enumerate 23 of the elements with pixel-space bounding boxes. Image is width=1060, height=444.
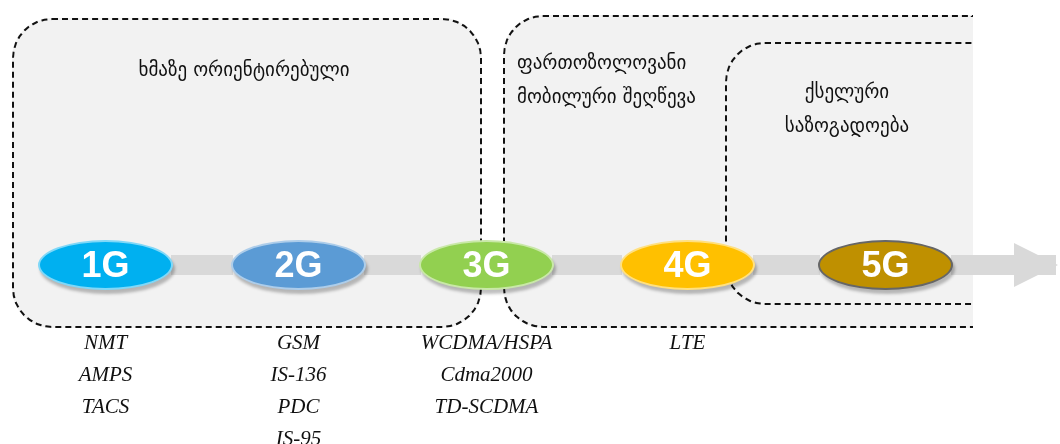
connector-bar [753,255,820,275]
standard-name: GSM [276,330,321,355]
region-title: ფართოზოლოვანი მობილური შეღწევა [517,50,697,110]
dashed-region [725,42,973,305]
region-title: ქსელური საზოგადოება [783,79,911,139]
standard-name: NMT [83,330,128,355]
connector-bar [364,255,421,275]
standard-name: PDC [277,394,320,419]
standard-name: TACS [81,394,130,419]
connector-bar [171,255,233,275]
standard-name: TD-SCDMA [434,394,539,419]
connector-bar [552,255,622,275]
region-title: ხმაზე ორიენტირებული [137,57,351,83]
generation-ellipse: 1G [38,240,173,290]
timeline-arrow [951,243,1058,287]
standard-name: IS-136 [270,362,327,387]
standard-name: AMPS [78,362,133,387]
standard-name: WCDMA/HSPA [420,330,553,355]
generation-ellipse: 2G [231,240,366,290]
generation-ellipse: 5G [818,240,953,290]
generation-ellipse: 4G [620,240,755,290]
standard-name: Cdma2000 [440,362,533,387]
standard-name: LTE [669,330,706,355]
